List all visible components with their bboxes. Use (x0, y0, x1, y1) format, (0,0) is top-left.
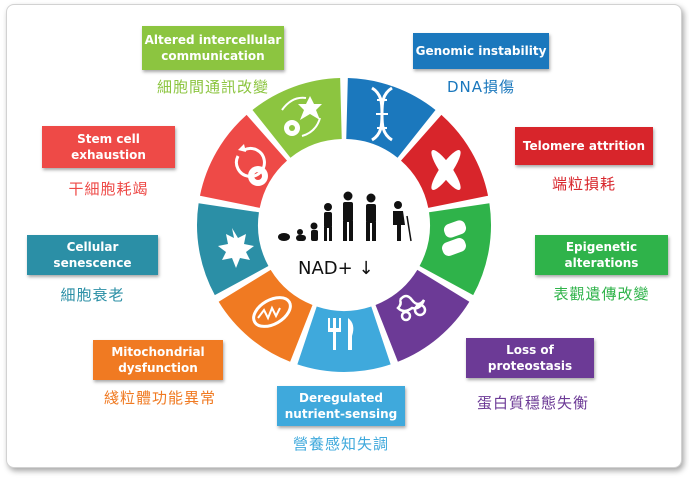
epigenetic-alterations-zh: 表觀遺傳改變 (553, 285, 650, 303)
loss-of-proteostasis-zh: 蛋白質穩態失衡 (476, 394, 589, 412)
dna-icon (371, 86, 393, 142)
cellular-senescence-zh: 細胞衰老 (60, 286, 125, 304)
wheel-segment-intercellular (252, 78, 342, 158)
cell-communication-icon (281, 96, 322, 137)
stem-cell-exhaustion-zh: 干細胞耗竭 (68, 180, 149, 198)
telomere-attrition-box: Telomere attrition (515, 127, 653, 165)
wheel-segment-nutrient (297, 306, 391, 372)
utensils-icon (328, 318, 354, 350)
down-arrow-icon: ↓ (358, 258, 374, 279)
chromosome-icon (431, 150, 461, 190)
mitochondrion-icon (252, 296, 292, 328)
genomic-instability-zh: DNA損傷 (446, 78, 516, 96)
histone-icon (442, 220, 467, 256)
altered-intercellular-communication-zh: 細胞間通訊改變 (156, 78, 269, 96)
mitochondrial-dysfunction-zh: 綫粒體功能異常 (103, 389, 216, 407)
aging-silhouettes-icon (278, 191, 412, 242)
genomic-instability-box: Genomic instability (413, 33, 549, 69)
wheel-segment-genomic (346, 78, 436, 158)
deregulated-nutrient-sensing-zh: 營養感知失調 (292, 435, 389, 453)
protein-icon (396, 294, 427, 322)
wheel-segment-proteostasis (375, 269, 470, 362)
telomere-attrition-zh: 端粒損耗 (551, 175, 616, 193)
wheel-segment-stem (199, 114, 288, 208)
wheel-segment-mito (218, 269, 313, 362)
leaf-icon (218, 228, 254, 268)
stem-cell-icon (234, 144, 268, 186)
nad-label: NAD+ ↓ (298, 258, 374, 279)
